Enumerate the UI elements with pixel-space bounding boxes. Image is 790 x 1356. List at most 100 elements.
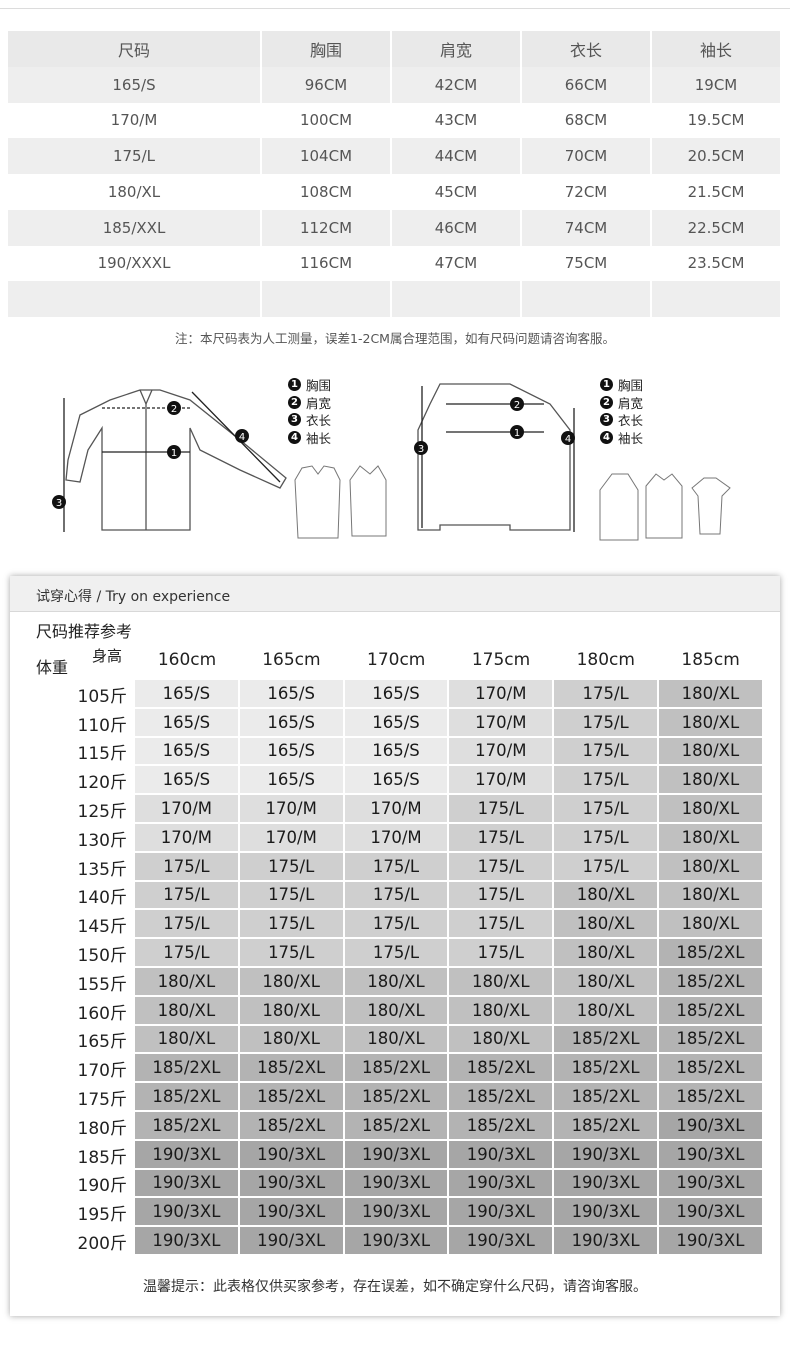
panel-header: 试穿心得 / Try on experience: [10, 576, 780, 612]
size-cell: 185/2XL: [554, 1054, 659, 1084]
size-cell: 185/2XL: [658, 967, 764, 997]
number-badge-icon: 2: [288, 395, 301, 409]
size-table-row-cell: 180/XL: [8, 174, 262, 210]
size-cell: 175/L: [554, 708, 659, 738]
size-cell: 175/L: [449, 795, 555, 824]
size-cell: 185/2XL: [135, 1083, 240, 1112]
size-cell: 180/XL: [554, 910, 659, 940]
size-cell: 190/3XL: [449, 1140, 555, 1170]
size-cell: 175/L: [239, 939, 345, 968]
size-cell: 190/3XL: [239, 1198, 345, 1228]
size-cell: 175/L: [135, 939, 240, 968]
height-header-cell: 170cm: [367, 650, 426, 670]
size-table-row-cell: [392, 281, 522, 317]
size-table-row-cell: 21.5CM: [687, 182, 745, 201]
height-header-cell: 160cm: [157, 650, 217, 670]
sweater-markers: 2 1 3 4: [414, 397, 575, 455]
size-cell: 170/M: [344, 795, 450, 824]
weight-cell: 170斤: [77, 1061, 127, 1082]
svg-text:4: 4: [239, 432, 245, 443]
size-cell: 190/3XL: [658, 1198, 764, 1228]
weight-cell: 115斤: [77, 744, 127, 765]
size-cell: 180/XL: [658, 737, 764, 767]
size-table-row-cell: 70CM: [522, 138, 652, 174]
size-table-row-cell: 116CM: [262, 245, 392, 282]
size-cell: 180/XL: [344, 967, 450, 997]
size-table-row-cell: 175/L: [8, 138, 262, 174]
size-table-row-cell: 165/S: [8, 66, 262, 103]
size-table-row-cell: 66CM: [522, 66, 652, 103]
size-cell: 190/3XL: [135, 1169, 240, 1199]
size-table-row-cell: 44CM: [392, 138, 522, 174]
size-table-row-cell: [522, 281, 652, 317]
weight-cell: 105斤: [77, 686, 127, 707]
size-cell: 175/L: [135, 852, 240, 882]
size-table-row-cell: 19.5CM: [687, 111, 745, 130]
size-cell: 190/3XL: [554, 1227, 659, 1256]
size-cell: 190/3XL: [344, 1169, 450, 1199]
size-cell: 180/XL: [658, 795, 764, 824]
height-header-cell: 165cm: [262, 650, 321, 670]
size-cell: 185/2XL: [658, 939, 764, 968]
size-cell: 180/XL: [658, 881, 764, 911]
size-table-row-cell: 68CM: [522, 102, 652, 139]
number-badge-icon: 1: [600, 378, 613, 392]
size-cell: 170/M: [449, 680, 555, 709]
size-cell: 175/L: [239, 910, 345, 940]
size-cell: 185/2XL: [658, 996, 764, 1026]
size-cell: 185/2XL: [449, 1083, 555, 1112]
size-table-row-cell: 45CM: [392, 174, 522, 210]
size-table-row-cell: 185/XXL: [8, 209, 262, 246]
size-cell: 190/3XL: [658, 1169, 764, 1199]
size-cell: 180/XL: [449, 996, 555, 1026]
size-cell: 180/XL: [344, 1025, 450, 1055]
legend-item: 2 肩宽: [288, 394, 331, 412]
weight-cell: 130斤: [77, 830, 127, 851]
measurement-note: 注：本尺码表为人工测量，误差1-2CM属合理范围，如有尺码问题请咨询客服。: [175, 331, 615, 346]
size-table-row-cell: 72CM: [522, 174, 652, 210]
size-cell: 180/XL: [658, 852, 764, 882]
size-cell: 185/2XL: [658, 1025, 764, 1055]
size-table-row-cell: 23.5CM: [687, 254, 745, 273]
height-header-cell: 180cm: [576, 650, 635, 670]
size-cell: 190/3XL: [658, 1111, 764, 1141]
svg-text:4: 4: [565, 434, 571, 445]
svg-text:1: 1: [171, 448, 177, 459]
size-cell: 185/2XL: [658, 1054, 764, 1084]
size-cell: 175/L: [554, 737, 659, 767]
size-table-header-cell: 袖长: [652, 31, 780, 67]
size-cell: 185/2XL: [135, 1111, 240, 1141]
size-table-row-cell: 42CM: [392, 66, 522, 103]
legend-label: 肩宽: [306, 395, 332, 411]
size-cell: 175/L: [344, 910, 450, 940]
size-table-row-cell: 170/M: [8, 102, 262, 139]
size-cell: 180/XL: [135, 967, 240, 997]
size-cell: 190/3XL: [135, 1198, 240, 1228]
size-cell: 180/XL: [658, 823, 764, 853]
size-cell: 180/XL: [658, 708, 764, 738]
size-cell: 170/M: [449, 708, 555, 738]
size-cell: 190/3XL: [239, 1227, 345, 1256]
size-cell: 185/2XL: [344, 1054, 450, 1084]
size-table-row-cell: 46CM: [392, 209, 522, 246]
size-table-row-cell: 75CM: [522, 245, 652, 282]
weight-cell: 150斤: [77, 946, 127, 967]
size-cell: 175/L: [239, 852, 345, 882]
size-cell: 165/S: [239, 766, 345, 796]
